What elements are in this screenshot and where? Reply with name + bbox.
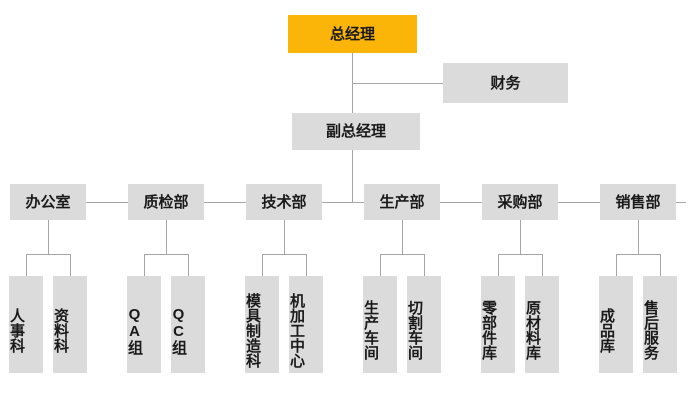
node-machining-center-label: 机加工中心	[288, 292, 305, 368]
node-finance: 财务	[443, 63, 568, 103]
node-general-manager-label: 总经理	[329, 25, 375, 43]
node-machining-center: 机加工中心	[288, 276, 323, 373]
node-qa-team: QA组	[126, 276, 161, 373]
connector-fork-drop	[70, 254, 71, 276]
connector-fork-drop	[660, 254, 661, 276]
node-mold-manufacturing-label: 模具制造科	[244, 292, 261, 368]
connector-fork-drop	[306, 254, 307, 276]
node-dept-purchasing: 采购部	[482, 184, 558, 220]
node-parts-warehouse-label: 零部件库	[480, 300, 497, 360]
connector-fork-drop	[188, 254, 189, 276]
node-finance-label: 财务	[490, 74, 521, 92]
node-deputy-general-manager: 副总经理	[292, 113, 420, 150]
connector-rail-segment	[204, 202, 246, 203]
node-records-section: 资料科	[52, 276, 87, 373]
connector-fork-drop	[144, 254, 145, 276]
connector-fork-stem	[166, 220, 167, 254]
connector-fork-stem	[284, 220, 285, 254]
connector-fork-stem	[402, 220, 403, 254]
node-personnel-section: 人事科	[8, 276, 43, 373]
connector-rail-segment	[86, 202, 128, 203]
connector-fork-bar	[498, 254, 542, 255]
node-dept-office: 办公室	[10, 184, 86, 220]
connector-fork-bar	[380, 254, 424, 255]
node-dept-sales: 销售部	[600, 184, 676, 220]
connector-fork-drop	[424, 254, 425, 276]
node-production-workshop-label: 生产车间	[362, 300, 379, 360]
connector-finance-branch	[352, 83, 443, 84]
connector-deputy-to-rail	[352, 150, 353, 202]
connector-fork-drop	[380, 254, 381, 276]
node-dept-production: 生产部	[364, 184, 440, 220]
connector-fork-bar	[262, 254, 306, 255]
connector-fork-drop	[542, 254, 543, 276]
node-dept-production-label: 生产部	[379, 193, 425, 211]
connector-fork-stem	[638, 220, 639, 254]
node-parts-warehouse: 零部件库	[480, 276, 515, 373]
node-dept-technology: 技术部	[246, 184, 322, 220]
connector-fork-stem	[520, 220, 521, 254]
connector-fork-stem	[48, 220, 49, 254]
node-records-section-label: 资料科	[52, 307, 69, 353]
connector-rail-segment	[558, 202, 600, 203]
node-after-sales-service-label: 售后服务	[642, 300, 659, 360]
node-general-manager: 总经理	[288, 15, 417, 53]
node-qc-team-label: QC组	[170, 305, 187, 355]
node-cutting-workshop: 切割车间	[406, 276, 441, 373]
node-personnel-section-label: 人事科	[8, 307, 25, 353]
connector-fork-bar	[616, 254, 660, 255]
node-dept-sales-label: 销售部	[615, 193, 661, 211]
connector-fork-drop	[498, 254, 499, 276]
node-dept-quality-inspection-label: 质检部	[143, 193, 189, 211]
node-cutting-workshop-label: 切割车间	[406, 300, 423, 360]
node-finished-goods-warehouse: 成品库	[598, 276, 633, 373]
connector-rail-segment	[440, 202, 482, 203]
node-qa-team-label: QA组	[126, 305, 143, 355]
connector-fork-drop	[26, 254, 27, 276]
node-dept-office-label: 办公室	[25, 193, 71, 211]
node-after-sales-service: 售后服务	[642, 276, 677, 373]
connector-fork-drop	[616, 254, 617, 276]
connector-rail-stub	[676, 202, 686, 203]
connector-fork-bar	[144, 254, 188, 255]
node-raw-materials-warehouse: 原材料库	[524, 276, 559, 373]
connector-rail-segment	[322, 202, 364, 203]
node-dept-purchasing-label: 采购部	[497, 193, 543, 211]
node-production-workshop: 生产车间	[362, 276, 397, 373]
node-deputy-general-manager-label: 副总经理	[325, 123, 386, 140]
node-finished-goods-warehouse-label: 成品库	[598, 307, 615, 353]
node-dept-technology-label: 技术部	[261, 193, 307, 211]
node-dept-quality-inspection: 质检部	[128, 184, 204, 220]
connector-fork-drop	[262, 254, 263, 276]
node-qc-team: QC组	[170, 276, 205, 373]
node-raw-materials-warehouse-label: 原材料库	[524, 300, 541, 360]
connector-fork-bar	[26, 254, 70, 255]
node-mold-manufacturing: 模具制造科	[244, 276, 279, 373]
